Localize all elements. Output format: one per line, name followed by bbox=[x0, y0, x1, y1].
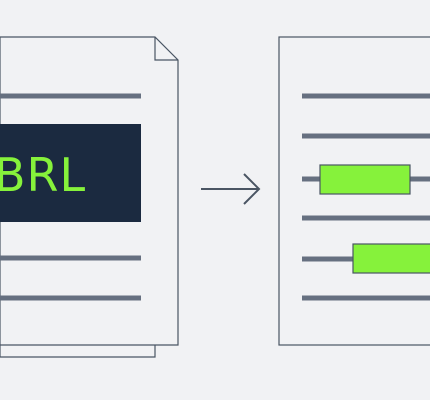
brl-label-text: BRL bbox=[0, 148, 86, 202]
highlight-span bbox=[352, 243, 430, 274]
source-document: BRL bbox=[0, 36, 179, 358]
arrow-right-icon bbox=[201, 173, 261, 205]
highlight-span bbox=[319, 164, 411, 195]
result-document bbox=[278, 36, 430, 346]
brl-label-box bbox=[0, 124, 141, 222]
dog-ear-fold bbox=[154, 37, 178, 61]
